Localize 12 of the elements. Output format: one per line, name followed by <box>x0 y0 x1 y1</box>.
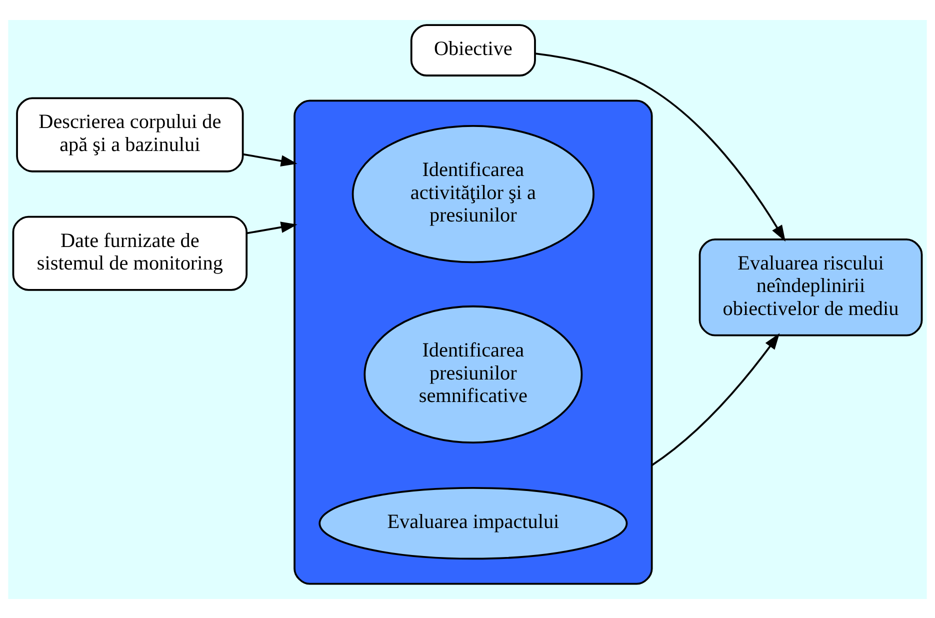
node-ellipse: Identificarea presiunilor semnificative <box>364 304 583 443</box>
arrow <box>243 152 298 166</box>
node-box: Date furnizate de sistemul de monitoring <box>12 215 248 290</box>
cluster <box>294 99 653 584</box>
arrow <box>651 332 780 466</box>
node-box: Obiective <box>410 24 536 76</box>
arrow <box>246 221 298 234</box>
node-box: Descrierea corpului de apă şi a bazinului <box>16 96 244 172</box>
node-ellipse: Evaluarea impactului <box>318 486 628 560</box>
node-box: Evaluarea riscului neîndeplinirii obiectivelor de mediu <box>698 238 923 336</box>
node-ellipse: Identificarea activităţilor şi a presiunilor <box>352 124 594 263</box>
arrow <box>535 52 786 242</box>
